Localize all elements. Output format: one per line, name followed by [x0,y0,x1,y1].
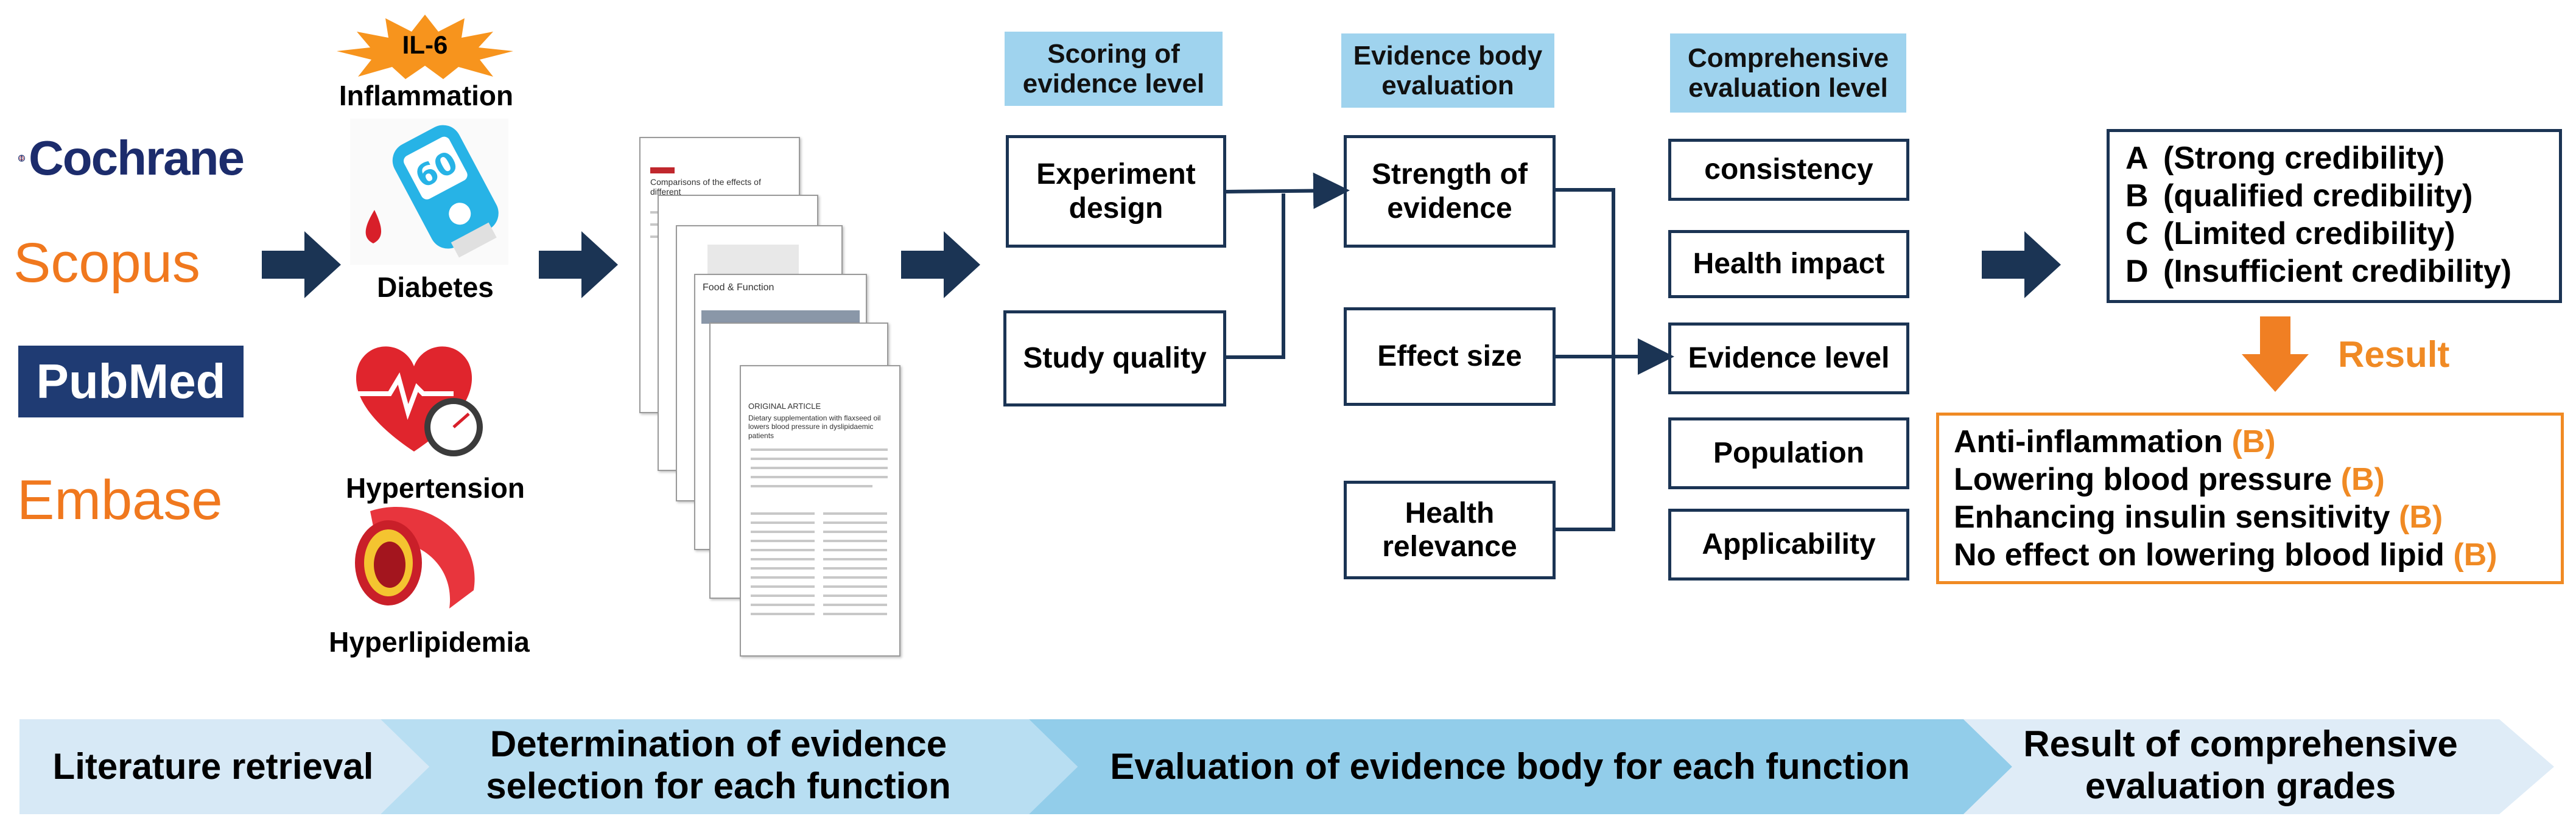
grade-text: (Strong credibility) [2163,141,2445,176]
study-quality-box: Study quality [1003,310,1226,406]
arrow-right-icon [1982,231,2061,298]
result-grade: (B) [2453,537,2497,573]
grade-row: A (Strong credibility) [2125,139,2559,177]
grade-text: (Limited credibility) [2163,216,2455,251]
applicability-box: Applicability [1668,509,1909,581]
scopus-logo-text: Scopus [13,232,200,294]
il6-burst-icon [337,15,513,79]
grade-text: (Insufficient credibility) [2163,254,2512,289]
stage-3-label: Evaluation of evidence body for each fun… [1110,746,1910,787]
result-text: Lowering blood pressure [1954,462,2332,497]
stage-2-label: Determination of evidence selection for … [486,724,951,806]
strength-of-evidence-box: Strength of evidence [1344,135,1556,248]
scoring-header: Scoring of evidence level [1005,32,1223,106]
arrow-right-icon [539,231,618,298]
cochrane-mark-icon [18,155,26,162]
comprehensive-header: Comprehensive evaluation level [1670,33,1906,113]
health-relevance-box: Health relevance [1344,481,1556,579]
hyperlipidemia-label: Hyperlipidemia [329,626,530,658]
paper-stack: Comparisons of the effects of different … [633,134,913,663]
grade-row: B (qualified credibility) [2125,177,2559,215]
pubmed-logo-icon: PubMed [18,346,244,417]
population-box: Population [1668,417,1909,489]
artery-plaque-icon [355,506,475,609]
grade-text: (qualified credibility) [2163,178,2473,214]
stage-1-label: Literature retrieval [52,746,374,787]
pubmed-logo-text: PubMed [36,354,226,408]
arrow-right-icon [901,231,980,298]
grade-letter: C [2125,216,2149,251]
result-text: No effect on lowering blood lipid [1954,537,2444,573]
embase-logo-icon: Embase [17,469,248,542]
evidence-body-header: Evidence body evaluation [1341,33,1554,108]
scopus-logo-icon: Scopus [13,231,245,298]
hypertension-label: Hypertension [346,472,525,504]
result-row: No effect on lowering blood lipid (B) [1954,536,2561,574]
evidence-level-box: Evidence level [1668,323,1909,394]
health-impact-box: Health impact [1668,230,1909,298]
connector [1226,172,1350,209]
grades-box: A (Strong credibility) B (qualified credib… [2107,129,2562,303]
il6-label: IL-6 [402,30,448,59]
stage-4-label: Result of comprehensive evaluation grade… [2023,724,2458,806]
stage-3-arrow [1029,719,2012,814]
grade-row: C (Limited credibility) [2125,215,2559,253]
result-grade: (B) [2399,500,2443,535]
connector [1556,357,1615,531]
results-box: Anti-inflammation (B) Lowering blood pre… [1936,413,2564,584]
paper-title: Comparisons of the effects of different [650,177,761,197]
stage-2-arrow [381,719,1078,814]
result-row: Anti-inflammation (B) [1954,423,2561,461]
arrow-down-icon [2242,316,2309,392]
result-grade: (B) [2231,424,2276,459]
embase-logo-text: Embase [17,469,223,531]
result-row: Enhancing insulin sensitivity (B) [1954,498,2561,536]
connector-lines [1226,172,1674,531]
arrow-right-icon [262,231,341,298]
paper-article-title: Dietary supplementation with flaxseed oi… [748,414,881,440]
effect-size-box: Effect size [1344,307,1556,406]
heart-gauge-icon [353,346,483,456]
connector [1556,188,1615,356]
cochrane-logo-icon: Cochrane [18,119,245,198]
result-grade: (B) [2340,462,2385,497]
inflammation-label: Inflammation [339,80,514,111]
grade-letter: D [2125,254,2149,289]
stage-banner [19,719,2554,814]
grade-letter: A [2125,141,2149,176]
glucose-meter-icon: 60 [350,119,508,265]
journal-name: Food & Function [703,282,774,293]
result-row: Lowering blood pressure (B) [1954,461,2561,498]
diabetes-label: Diabetes [377,271,494,303]
experiment-design-box: Experiment design [1006,135,1226,248]
paper-article-type: ORIGINAL ARTICLE [748,402,821,411]
stage-4-arrow [1964,719,2554,814]
grade-letter: B [2125,178,2149,214]
grade-row: D (Insufficient credibility) [2125,253,2559,290]
paper-front-page: ORIGINAL ARTICLE Dietary supplementation… [740,365,900,657]
cochrane-logo-text: Cochrane [29,131,245,185]
consistency-box: consistency [1668,139,1909,201]
result-text: Anti-inflammation [1954,424,2223,459]
result-text: Enhancing insulin sensitivity [1954,500,2390,535]
stage-1-arrow [19,719,429,814]
result-label: Result [2338,334,2450,375]
connector [1226,194,1285,359]
